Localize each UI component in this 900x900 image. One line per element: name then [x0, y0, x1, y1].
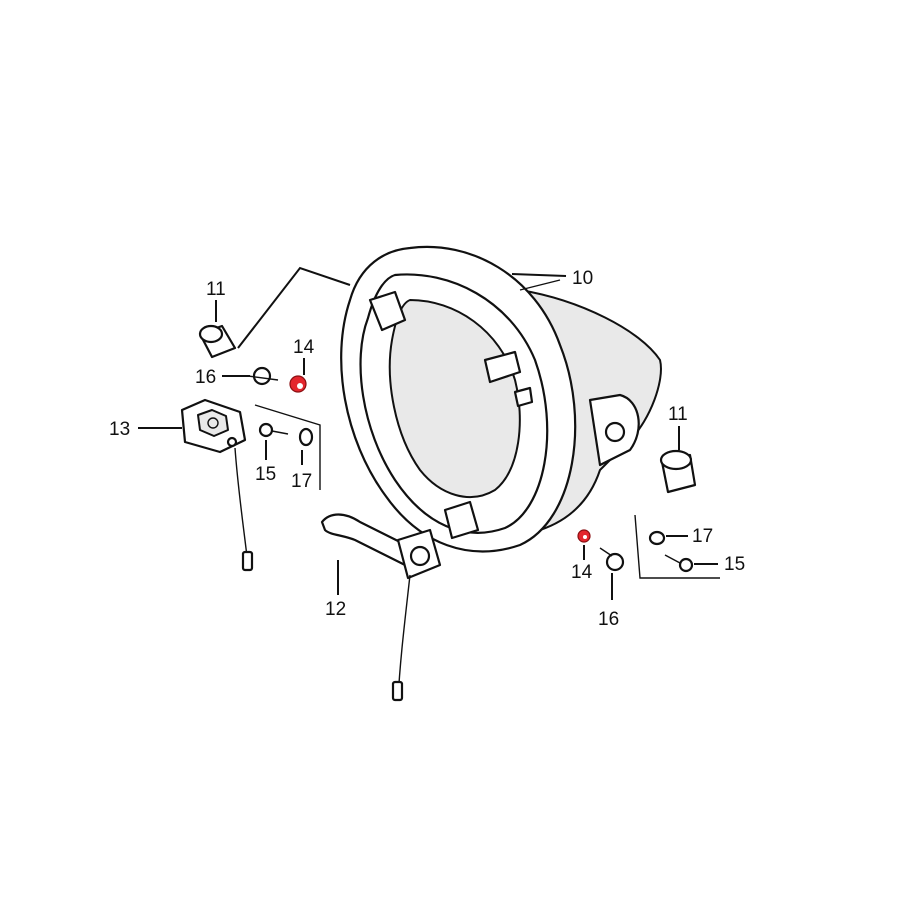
collar-left: [198, 324, 237, 359]
callout-12: 12: [325, 599, 346, 620]
washer-17-right: [648, 530, 666, 546]
callout-13: 13: [109, 419, 130, 440]
callout-17-left: 17: [291, 471, 312, 492]
callout-10: 10: [572, 268, 593, 289]
leader-lines: [138, 266, 718, 600]
bracket-line-left: [254, 404, 321, 490]
washer-17-left: [298, 427, 314, 447]
grommet-14-left-highlight: [289, 375, 307, 393]
adjuster-stay: [320, 513, 442, 702]
callout-11-left: 11: [206, 279, 226, 300]
collar-right: [659, 449, 697, 494]
callout-17-right: 17: [692, 526, 713, 547]
bolt-16-left: [247, 366, 279, 386]
callout-14-left: 14: [293, 337, 315, 358]
callout-14-right: 14: [571, 562, 593, 583]
callout-11-right: 11: [668, 404, 688, 425]
callout-15-left: 15: [255, 464, 276, 485]
grommet-14-right-highlight: [577, 529, 591, 543]
callout-16-left: 16: [195, 367, 216, 388]
bolt-16-right: [599, 547, 625, 572]
bracket-line-right: [634, 514, 720, 579]
screw-15-right: [664, 554, 694, 573]
callout-16-right: 16: [598, 609, 619, 630]
headlight-case: [340, 245, 662, 553]
screw-15-left: [258, 422, 289, 438]
callout-15-right: 15: [724, 554, 745, 575]
adjuster-nut: [180, 398, 254, 572]
